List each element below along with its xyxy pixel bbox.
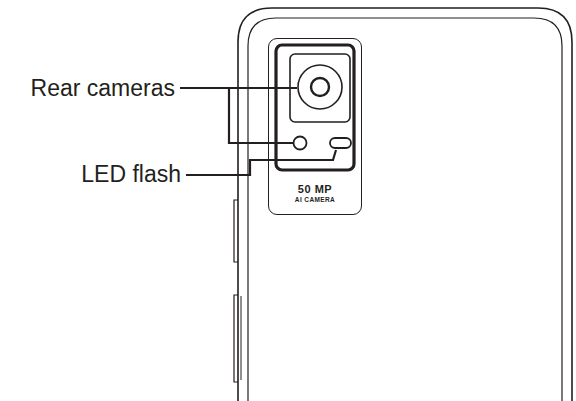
callout-label: Rear cameras [31,77,175,100]
camera-module: 50 MP AI CAMERA [268,38,362,215]
main-lens-center [311,78,329,96]
main-lens [298,65,342,109]
led-flash [330,138,351,148]
main-lens-housing [290,54,350,122]
side-button-edge [241,296,242,380]
secondary-lens [294,137,307,150]
module-marking: AI CAMERA [269,197,361,204]
camera-panel [276,45,354,170]
side-button [234,200,238,262]
leader-line [186,150,336,175]
side-button [234,295,238,382]
phone-inner-outline [248,18,562,401]
callout-label: LED flash [81,163,181,186]
phone-outline [238,8,572,401]
leader-line [229,88,293,143]
leader-line [180,87,297,89]
module-marking: 50 MP [269,184,361,195]
